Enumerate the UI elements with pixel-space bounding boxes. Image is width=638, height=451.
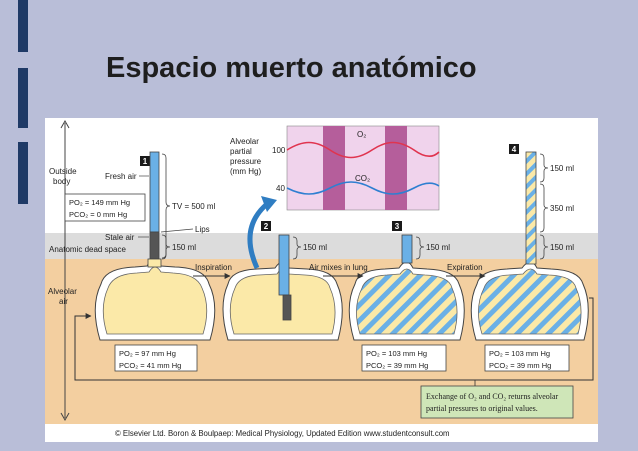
step-4-top-brace [539, 153, 549, 183]
co2-curve [286, 181, 440, 195]
o2-curve [286, 141, 440, 159]
accent-bar-top [18, 0, 28, 52]
exchange-callout-box [420, 385, 574, 419]
step-3-volume: 150 ml [426, 243, 450, 252]
tv-label: TV = 500 ml [172, 202, 216, 211]
step-4-pressure-box [484, 344, 570, 372]
step-3-po2: PO₂ = 103 mm Hg [366, 349, 427, 358]
step-2-badge [261, 221, 271, 231]
inspiration-band-2 [385, 126, 407, 210]
step-3-airway-column [401, 234, 413, 264]
inspiration-label: Inspiration [195, 263, 232, 272]
dead-space-diagram: Outside body Anatomic dead space Alveola… [45, 118, 598, 438]
graph-ylabel-4: (mm Hg) [230, 167, 261, 176]
step-4-po2: PO₂ = 103 mm Hg [489, 349, 550, 358]
co2-label: CO₂ [355, 174, 370, 183]
slide-title: Espacio muerto anatómico [106, 52, 477, 84]
step-1-pressure-box [114, 344, 198, 372]
outside-body-label-2: body [53, 177, 70, 186]
step-2-fresh-air-column [278, 234, 290, 296]
callout-line-1: Exchange of O₂ and CO₂ returns alveolar [426, 392, 559, 401]
graph-ylabel-3: pressure [230, 157, 262, 166]
alveolar-air-label-1: Alveolar [48, 287, 77, 296]
step-1-badge [140, 156, 150, 166]
step-4-exhaled-column [525, 151, 537, 265]
step-3-badge [392, 221, 402, 231]
o2-label: O₂ [357, 130, 366, 139]
copyright-credit: © Elsevier Ltd. Boron & Boulpaep: Medica… [115, 429, 450, 438]
step-4-badge [509, 144, 519, 154]
alveolar-pressure-graph [286, 125, 440, 211]
graph-ylabel-2: partial [230, 147, 252, 156]
step-1-po2: PO₂ = 97 mm Hg [119, 349, 176, 358]
expiration-label: Expiration [447, 263, 483, 272]
step-3-number: 3 [395, 222, 400, 231]
tick-100: 100 [272, 146, 286, 155]
step-4-volume-middle: 350 ml [550, 204, 574, 213]
step-2-stale-air-column [282, 294, 292, 321]
dead-space-figure: Outside body Anatomic dead space Alveola… [45, 118, 598, 442]
fresh-air-label: Fresh air [105, 172, 137, 181]
axis-top-arrow [60, 119, 70, 129]
graph-pointer-arrowhead [261, 196, 277, 212]
step-3-dead-space-brace [415, 236, 425, 260]
step-4-number: 4 [512, 145, 517, 154]
fresh-air-pressure-box [64, 193, 146, 222]
step-3-pco2: PCO₂ = 39 mm Hg [366, 361, 428, 370]
step-1-stale-air-column [149, 231, 160, 260]
inspiration-band-1 [323, 126, 345, 210]
step-1-trachea-base [147, 258, 162, 268]
step-3-pressure-box [361, 344, 447, 372]
step-1-lung [94, 258, 216, 341]
outside-body-label-1: Outside [49, 167, 77, 176]
graph-ylabel-1: Alveolar [230, 137, 259, 146]
step-1-volume: 150 ml [172, 243, 196, 252]
return-loop-arrow [74, 297, 594, 381]
step-1-pco2: PCO₂ = 41 mm Hg [119, 361, 181, 370]
air-mixes-label: Air mixes in lung [309, 263, 368, 272]
step-1-fresh-air-column [149, 151, 160, 233]
step-1-dead-space-brace [161, 234, 171, 260]
stale-air-label: Stale air [105, 233, 135, 242]
axis-bottom-arrow [60, 412, 70, 422]
graph-pointer-arrow [247, 202, 269, 270]
callout-line-2: partial pressures to original values. [426, 404, 538, 413]
anatomic-dead-space-label: Anatomic dead space [49, 245, 126, 254]
step-3-lung [348, 261, 465, 341]
step-4-middle-brace [539, 183, 549, 233]
accent-bar-middle [18, 68, 28, 128]
step-4-dead-space-brace [539, 234, 549, 260]
step-2-number: 2 [264, 222, 269, 231]
step-4-volume-bottom: 150 ml [550, 243, 574, 252]
step-4-lung [470, 261, 589, 341]
tick-40: 40 [276, 184, 285, 193]
fresh-air-po2: PO₂ = 149 mm Hg [69, 198, 130, 207]
accent-bar-bottom [18, 142, 28, 204]
step-1-number: 1 [143, 157, 148, 166]
step-4-pco2: PCO₂ = 39 mm Hg [489, 361, 551, 370]
lips-label: Lips [195, 225, 210, 234]
fresh-air-pco2: PCO₂ = 0 mm Hg [69, 210, 127, 219]
step-2-volume: 150 ml [303, 243, 327, 252]
step-2-dead-space-brace [292, 236, 302, 260]
alveolar-air-label-2: air [59, 297, 68, 306]
dead-space-zone [45, 233, 598, 259]
step-4-volume-top: 150 ml [550, 164, 574, 173]
